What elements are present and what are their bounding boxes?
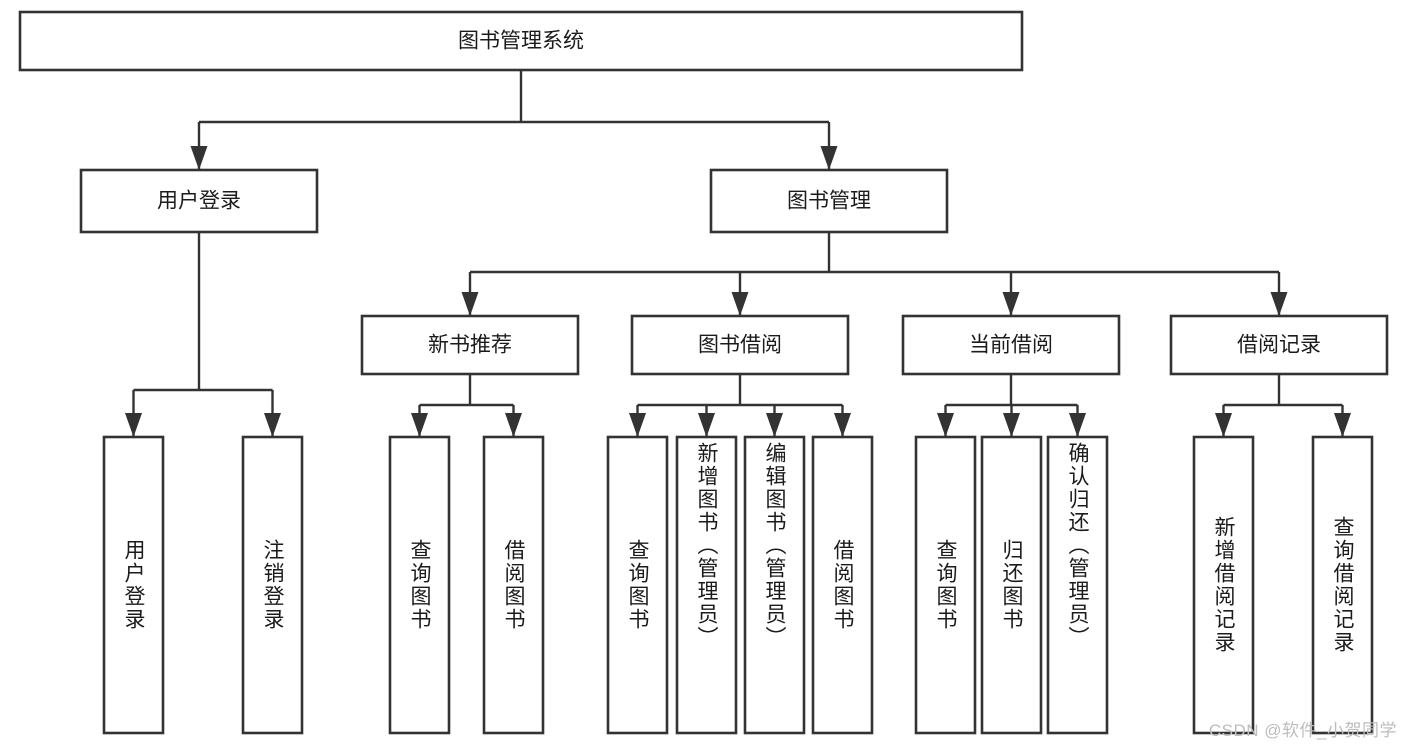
arrow-head-icon-leaf-query-book-1 <box>411 413 428 437</box>
node-box-leaf-query-book-3[interactable] <box>914 435 977 735</box>
connectors-layer <box>125 70 1351 437</box>
arrow-head-icon-leaf-add-record <box>1215 413 1232 437</box>
node-box-new-book-recommend[interactable] <box>360 314 580 376</box>
node-label-book-manage: 图书管理 <box>787 190 871 213</box>
node-label-book-borrow: 图书借阅 <box>698 334 782 357</box>
node-box-leaf-confirm-return[interactable] <box>1046 435 1109 735</box>
arrow-head-icon-new-book-recommend <box>461 292 479 316</box>
arrow-head-icon-leaf-edit-book <box>766 413 783 437</box>
node-box-leaf-borrow-book-1[interactable] <box>482 435 545 735</box>
node-box-leaf-edit-book[interactable] <box>743 435 806 735</box>
arrow-head-icon-current-borrow <box>1002 292 1020 316</box>
node-label-new-book-recommend: 新书推荐 <box>428 334 512 357</box>
arrow-head-icon-borrow-record <box>1270 292 1288 316</box>
arrow-head-icon-leaf-query-record <box>1334 413 1351 437</box>
node-box-leaf-return-book[interactable] <box>980 435 1043 735</box>
node-box-leaf-user-login[interactable] <box>102 435 165 735</box>
node-box-leaf-borrow-book-2[interactable] <box>811 435 874 735</box>
node-box-leaf-query-book-2[interactable] <box>606 435 669 735</box>
node-boxes-layer <box>18 10 1389 735</box>
node-box-leaf-logout[interactable] <box>241 435 304 735</box>
node-box-current-borrow[interactable] <box>901 314 1121 376</box>
arrow-head-icon-user-login <box>190 146 208 170</box>
node-label-current-borrow: 当前借阅 <box>969 334 1053 357</box>
arrow-head-icon-book-manage <box>820 146 838 170</box>
node-box-leaf-add-book[interactable] <box>675 435 738 735</box>
csdn-watermark: CSDN @软件_小贺同学 <box>1208 721 1397 740</box>
arrow-head-icon-leaf-add-book <box>698 413 715 437</box>
arrow-head-icon-leaf-borrow-book-1 <box>505 413 522 437</box>
node-label-borrow-record: 借阅记录 <box>1237 334 1321 357</box>
node-box-leaf-query-record[interactable] <box>1311 435 1374 735</box>
node-box-user-login[interactable] <box>79 168 319 234</box>
node-box-leaf-query-book-1[interactable] <box>388 435 451 735</box>
arrow-head-icon-leaf-query-book-3 <box>937 413 954 437</box>
node-box-borrow-record[interactable] <box>1169 314 1389 376</box>
node-label-root: 图书管理系统 <box>458 30 584 53</box>
node-box-leaf-add-record[interactable] <box>1192 435 1255 735</box>
arrow-head-icon-leaf-query-book-2 <box>629 413 646 437</box>
arrow-head-icon-leaf-borrow-book-2 <box>834 413 851 437</box>
arrow-head-icon-leaf-confirm-return <box>1069 413 1086 437</box>
arrow-head-icon-leaf-user-login <box>125 413 142 437</box>
arrow-head-icon-leaf-logout <box>264 413 281 437</box>
node-box-book-manage[interactable] <box>709 168 949 234</box>
node-box-root[interactable] <box>18 10 1024 72</box>
arrow-head-icon-leaf-return-book <box>1003 413 1020 437</box>
arrow-head-icon-book-borrow <box>731 292 749 316</box>
node-label-user-login: 用户登录 <box>157 190 241 213</box>
node-box-book-borrow[interactable] <box>630 314 850 376</box>
